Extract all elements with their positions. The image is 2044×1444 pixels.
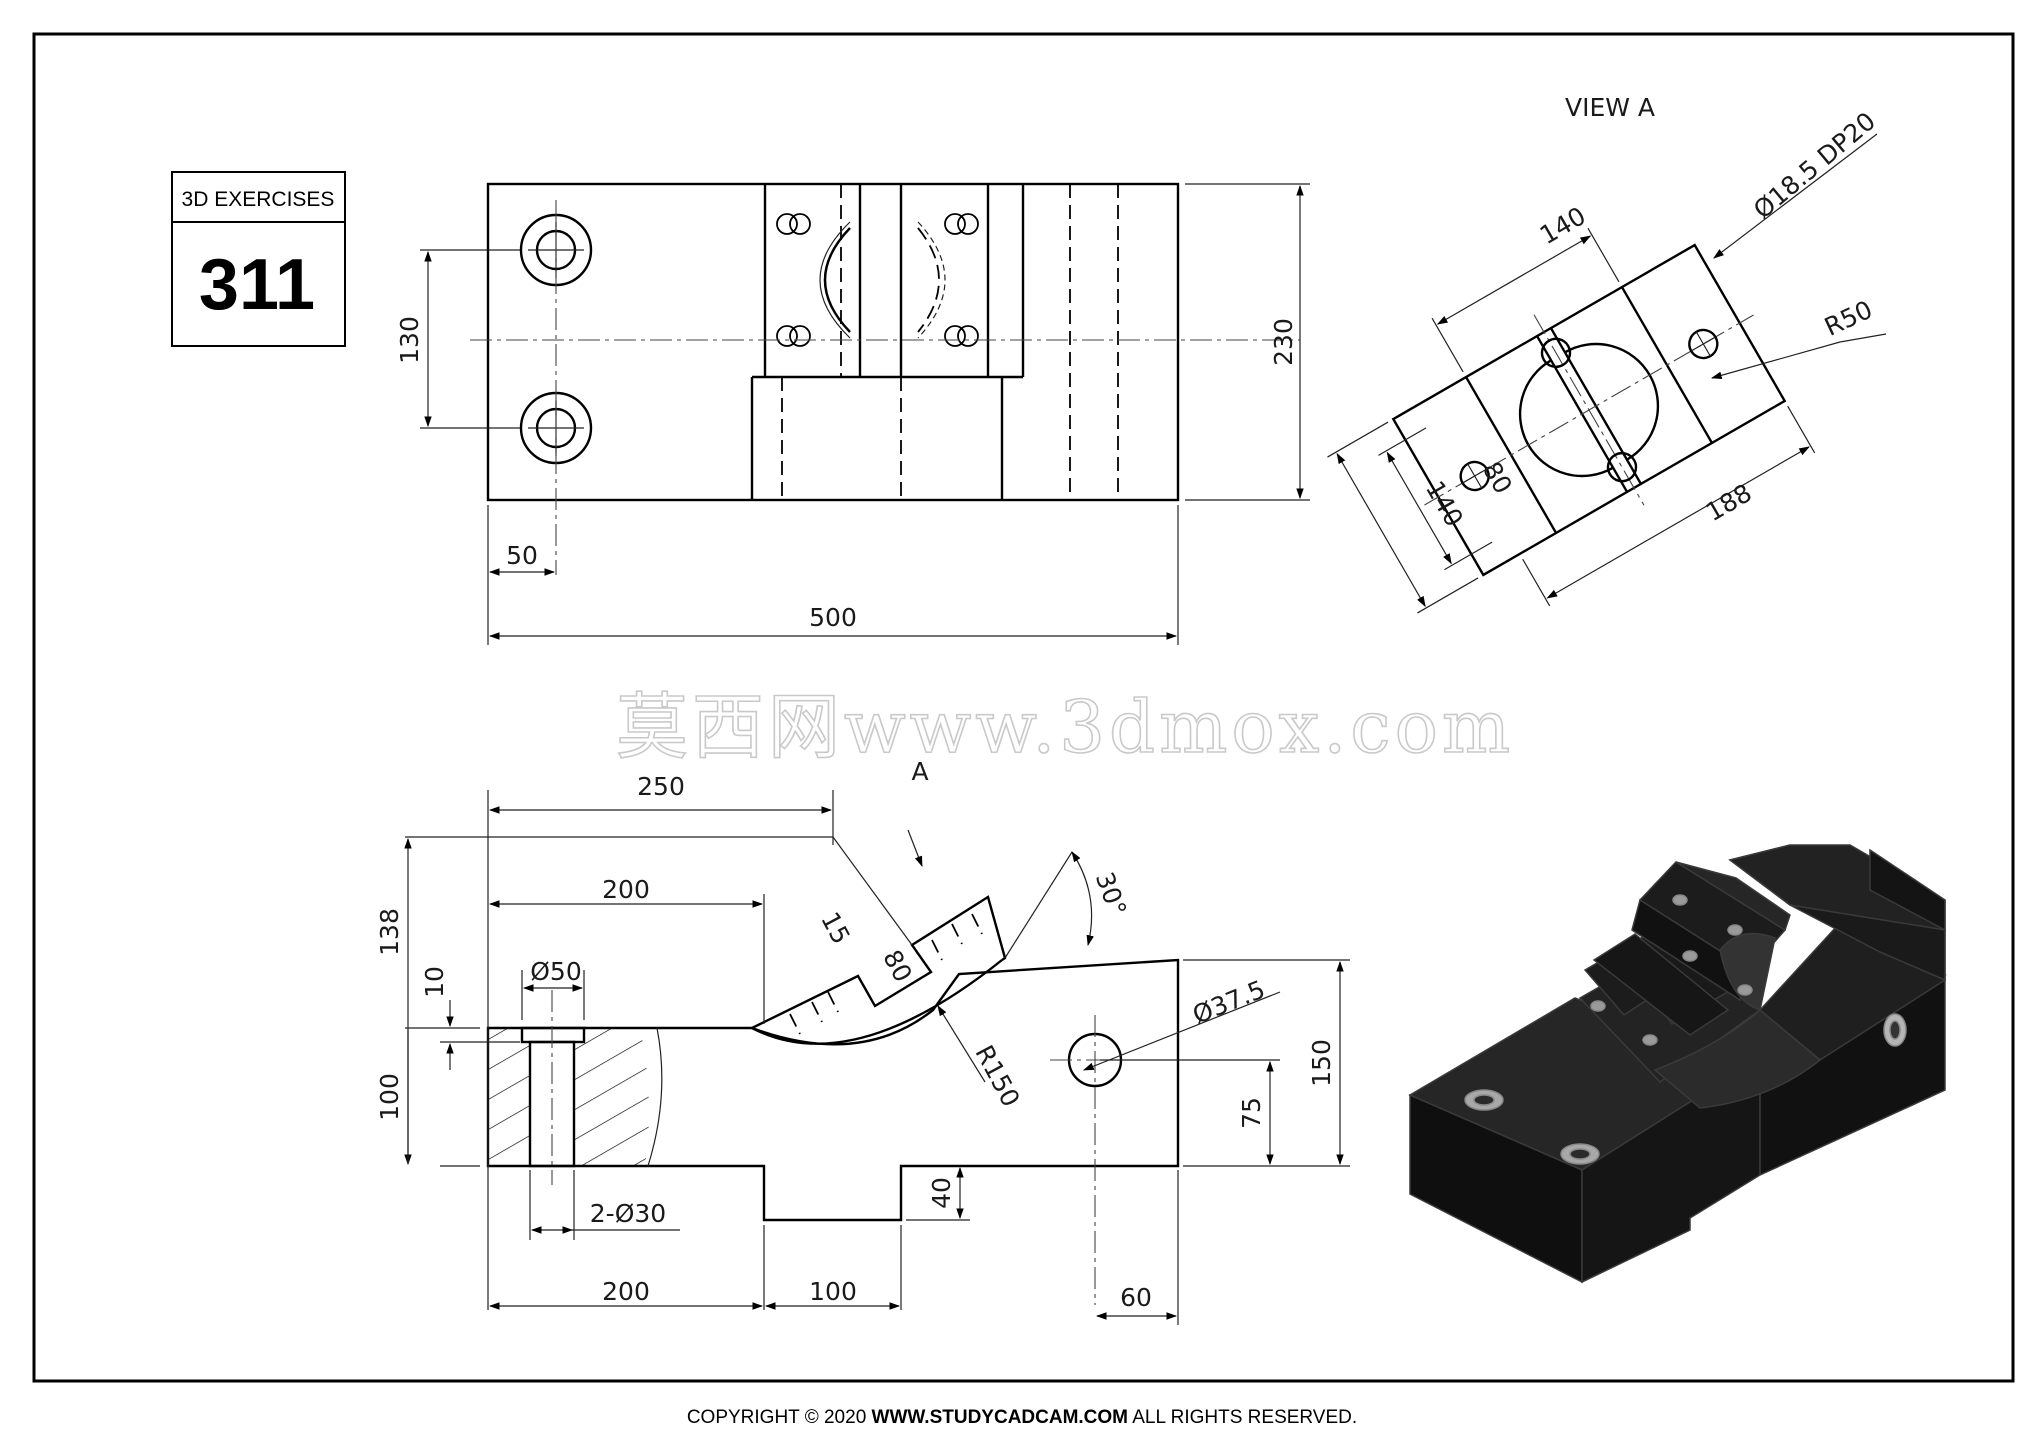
dim-200-top: 200: [602, 875, 650, 904]
dim-30deg: 30°: [1090, 868, 1132, 920]
dim-2-d30: 2-Ø30: [590, 1199, 666, 1228]
model-holes: [1464, 894, 1907, 1165]
dim-60: 60: [1120, 1283, 1152, 1312]
dim-100-bottom: 100: [809, 1277, 857, 1306]
dim-200-bottom: 200: [602, 1277, 650, 1306]
top-view: 130 230 50 500: [395, 182, 1310, 645]
badge-number: 311: [199, 245, 315, 325]
dim-d37-5: Ø37.5: [1188, 975, 1269, 1030]
dim-100-left: 100: [375, 1073, 404, 1121]
dim-r150: R150: [969, 1040, 1025, 1111]
sheet-border: [32, 32, 2015, 1383]
dim-230: 230: [1269, 318, 1298, 366]
dim-r50: R50: [1820, 295, 1877, 342]
badge-label: 3D EXERCISES: [182, 188, 335, 211]
view-a: 140 Ø18.5 DP20 R50 80 140 188: [1327, 106, 1887, 614]
isometric-model: [1408, 844, 1947, 1284]
dim-view-a-80: 80: [1477, 457, 1518, 499]
dim-188: 188: [1701, 478, 1757, 527]
dim-15: 15: [815, 907, 856, 949]
exercise-badge: 3D EXERCISES 311: [171, 171, 346, 347]
dim-hole-dp: Ø18.5 DP20: [1748, 106, 1881, 224]
dim-150: 150: [1307, 1039, 1336, 1087]
copyright-prefix: COPYRIGHT © 2020: [687, 1407, 872, 1428]
dim-130: 130: [395, 316, 424, 364]
dim-500: 500: [809, 603, 857, 632]
dim-80: 80: [877, 945, 918, 987]
view-a-arrow-label: A: [911, 757, 928, 786]
copyright-suffix: ALL RIGHTS RESERVED.: [1128, 1407, 1357, 1428]
dim-10: 10: [420, 966, 449, 998]
dim-view-a-140-top: 140: [1535, 201, 1591, 250]
view-a-title: VIEW A: [1565, 93, 1655, 122]
copyright-site: WWW.STUDYCADCAM.COM: [872, 1407, 1128, 1428]
dim-50: 50: [506, 541, 538, 570]
dim-250: 250: [637, 772, 685, 801]
front-view: 250 200 138 10 Ø50 100 15 80 30° Ø37.5 R…: [375, 757, 1350, 1325]
top-small-holes: [776, 213, 979, 347]
copyright-footer: COPYRIGHT © 2020 WWW.STUDYCADCAM.COM ALL…: [687, 1407, 1357, 1428]
dim-d50: Ø50: [530, 957, 582, 986]
watermark: 莫西网www.3dmox.com: [616, 685, 1514, 769]
dim-40: 40: [927, 1177, 956, 1209]
dim-75: 75: [1237, 1097, 1266, 1129]
dim-138: 138: [375, 908, 404, 956]
